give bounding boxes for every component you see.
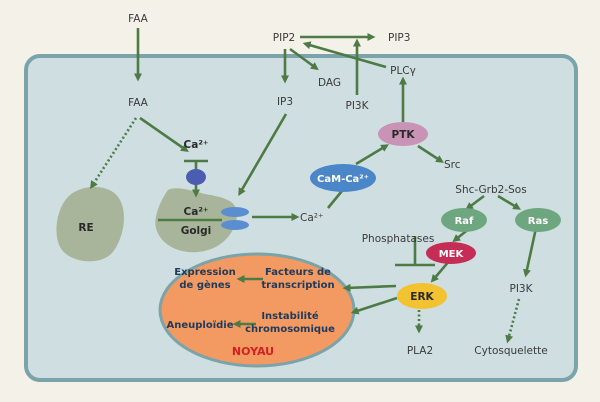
re-label: RE	[78, 222, 93, 234]
raf-node	[441, 208, 487, 232]
instabilite-label-1: Instabilité	[261, 310, 319, 322]
ras-label: Ras	[528, 216, 548, 227]
mek-node	[426, 242, 476, 264]
ca-out-label: Ca²⁺	[300, 212, 324, 224]
ca-golgi-label: Ca²⁺	[184, 206, 209, 218]
pi3k-top-label: PI3K	[346, 100, 370, 112]
faa-top-label: FAA	[128, 13, 149, 25]
raf-label: Raf	[455, 216, 474, 227]
pip3-label: PIP3	[388, 32, 410, 44]
ip3-receptor-lower	[221, 220, 249, 230]
pi3k-low-label: PI3K	[510, 283, 534, 295]
plcg-label: PLCγ	[390, 65, 416, 77]
shc-grb2-sos-label: Shc-Grb2-Sos	[455, 184, 526, 196]
mek-label: MEK	[439, 249, 465, 260]
ip3-label: IP3	[277, 96, 293, 108]
golgi-label: Golgi	[181, 225, 212, 237]
faa-cell-label: FAA	[128, 97, 149, 109]
erk-label: ERK	[410, 291, 434, 303]
dag-label: DAG	[318, 77, 341, 89]
expression-label-1: Expression	[174, 267, 235, 278]
pip2-label: PIP2	[273, 32, 295, 44]
cam-ca-label: CaM-Ca²⁺	[317, 174, 369, 185]
ca-top-label: Ca²⁺	[184, 139, 209, 151]
facteurs-label-2: transcription	[261, 280, 334, 291]
erk-node	[397, 283, 447, 309]
ca-channel	[186, 169, 206, 185]
cytosquelette-label: Cytosquelette	[474, 345, 547, 357]
ip3-receptor-upper	[221, 207, 249, 217]
noyau-title: NOYAU	[232, 345, 274, 358]
facteurs-label-1: Facteurs de	[265, 267, 331, 278]
cam-ca-node	[310, 164, 376, 192]
aneuploidie-label: Aneuploïdie	[166, 320, 233, 331]
ptk-label: PTK	[392, 129, 416, 141]
src-label: Src	[444, 159, 461, 171]
pla2-label: PLA2	[407, 345, 433, 357]
instabilite-label-2: chromosomique	[245, 324, 335, 335]
arrows	[90, 28, 538, 344]
expression-label-2: de gènes	[179, 279, 230, 291]
ptk-node	[378, 122, 428, 146]
re-organelle	[56, 186, 124, 262]
phosphatases-label: Phosphatases	[362, 233, 435, 245]
ras-node	[515, 208, 561, 232]
